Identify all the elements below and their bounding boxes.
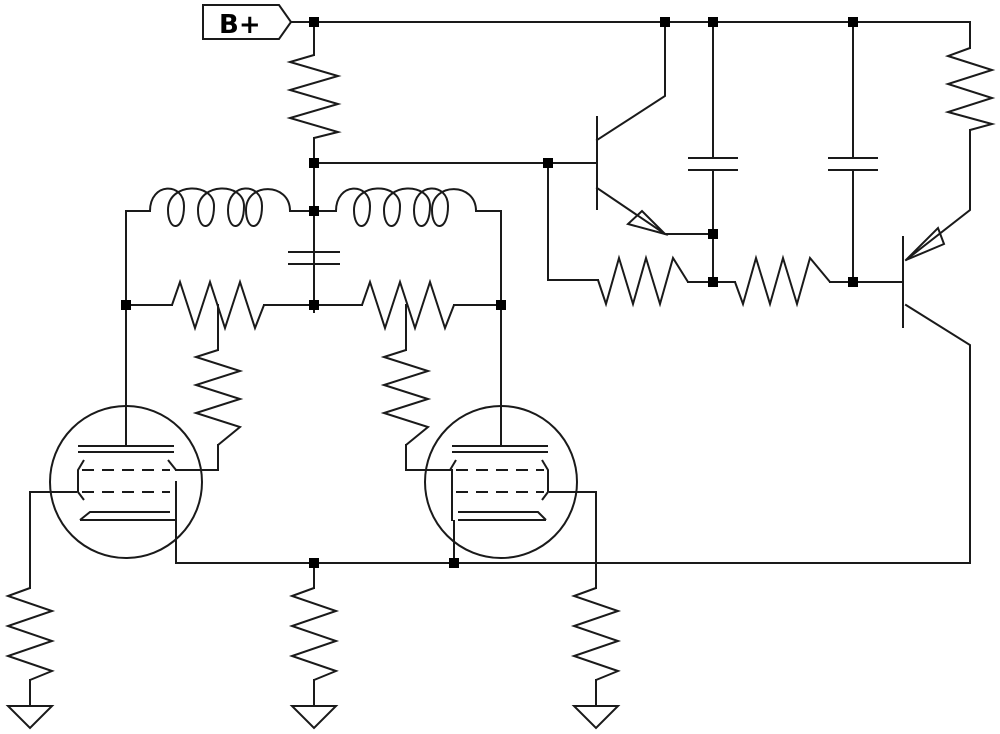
junction-dot [309,17,319,27]
b-plus-label: B+ [202,4,293,40]
junctions [121,17,858,568]
ground-center [289,705,339,730]
capacitor-transistor-right [828,157,878,171]
resistor-grid-left [192,349,244,446]
junction-dot [848,277,858,287]
junction-dot [496,300,506,310]
junction-dot [708,277,718,287]
resistor-row-right [361,278,455,332]
resistor-emitter-top [944,47,996,131]
junction-dot [121,300,131,310]
b-plus-text: B+ [219,10,261,40]
capacitor-center [288,211,340,305]
junction-dot [708,17,718,27]
resistor-base-right [734,254,831,308]
resistor-ground-left [4,587,56,681]
ground-left [5,705,55,730]
vacuum-tube-left [49,405,203,559]
resistor-row-left [171,278,265,332]
resistor-ground-right [570,587,622,681]
resistor-plate-left-top [286,54,342,139]
junction-dot [309,206,319,216]
resistor-grid-right [380,349,432,446]
transistor-right [902,226,946,328]
ground-right [571,705,621,730]
junction-dot [543,158,553,168]
inductor-left [149,187,291,227]
transistor-left [596,116,669,236]
capacitor-transistor-left [688,157,738,171]
resistor-ground-center [288,587,340,681]
junction-dot [449,558,459,568]
wires [29,21,971,707]
junction-dot [309,300,319,310]
junction-dot [309,558,319,568]
resistor-base-left [597,254,689,308]
inductor-right [335,187,477,227]
vacuum-tube-right [424,405,578,559]
junction-dot [708,229,718,239]
junction-dot [660,17,670,27]
junction-dot [309,158,319,168]
junction-dot [848,17,858,27]
